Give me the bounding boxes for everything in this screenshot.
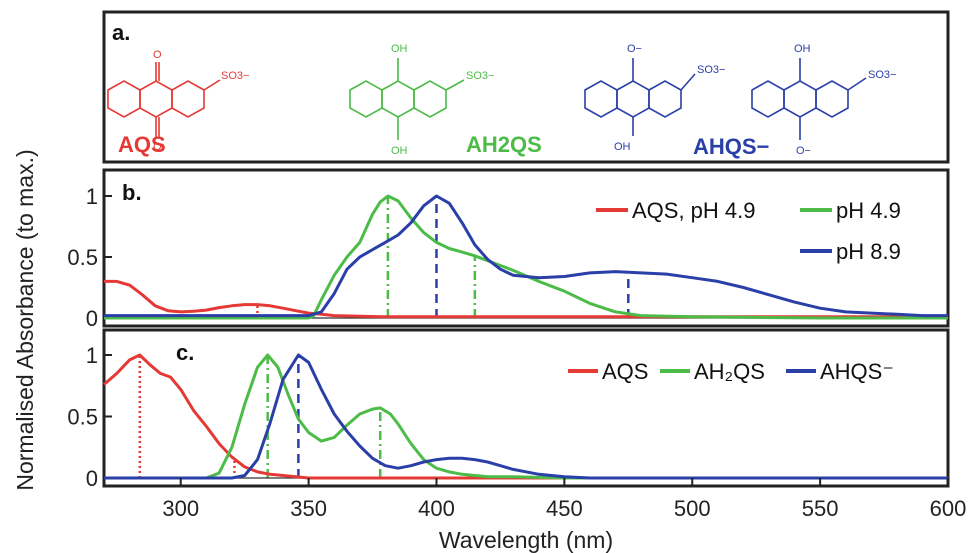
ytick-label: 0.5 <box>67 245 98 270</box>
aqs-top-group: O <box>153 49 162 61</box>
xtick-label: 550 <box>802 496 839 521</box>
series-line-2 <box>104 353 948 480</box>
x-axis-label: Wavelength (nm) <box>439 527 613 553</box>
panel-a-label: a. <box>112 20 130 45</box>
ytick-label: 1 <box>86 184 98 209</box>
panel-b-legend: AQS, pH 4.9 pH 4.9 pH 8.9 <box>596 198 901 264</box>
ahqs1-bottom-group: OH <box>614 141 631 153</box>
legend-label-ph49: pH 4.9 <box>836 198 901 223</box>
legend-label-aqs: AQS <box>602 359 648 384</box>
panel-a: a. O O SO3− AQS OH OH SO3− AH2QS <box>102 10 950 164</box>
xtick-label: 350 <box>290 496 327 521</box>
panel-c-markers <box>138 355 382 478</box>
legend-label-ah2qs: AH₂QS <box>694 359 765 384</box>
panel-c-series <box>103 353 948 480</box>
xtick-label: 300 <box>162 496 199 521</box>
xtick-label: 600 <box>930 496 967 521</box>
x-axis-ticks: 300 350 400 450 500 550 600 <box>162 478 966 521</box>
series-line-2 <box>104 194 948 318</box>
panel-c-legend: AQS AH₂QS AHQS⁻ <box>568 359 894 384</box>
panel-c-yticks: 00.51 <box>67 343 112 491</box>
ahqs-structure-1 <box>584 58 696 136</box>
ahqs2-bottom-group: O− <box>796 145 811 157</box>
ytick-label: 1 <box>86 343 98 368</box>
aqs-name: AQS <box>118 132 166 157</box>
ah2qs-top-group: OH <box>391 43 408 55</box>
ahqs2-side-group: SO3− <box>868 69 896 81</box>
ah2qs-side-group: SO3− <box>466 70 494 82</box>
panel-b-label: b. <box>122 180 142 205</box>
ah2qs-structure <box>349 58 465 140</box>
ah2qs-name: AH2QS <box>466 132 542 157</box>
ahqs1-side-group: SO3− <box>697 64 725 76</box>
panel-b-frame <box>102 168 950 328</box>
ah2qs-bottom-group: OH <box>391 145 408 157</box>
xtick-label: 400 <box>418 496 455 521</box>
aqs-bottom-group: O <box>153 141 162 153</box>
legend-label-ahqs: AHQS⁻ <box>820 359 894 384</box>
ahqs1-top-group: O− <box>627 43 642 55</box>
ahqs-structure-2 <box>751 58 867 140</box>
aqs-structure <box>107 62 221 137</box>
ytick-label: 0 <box>86 466 98 491</box>
legend-label-ph89: pH 8.9 <box>836 239 901 264</box>
xtick-label: 500 <box>674 496 711 521</box>
legend-label-aqs-ph49: AQS, pH 4.9 <box>632 198 756 223</box>
aqs-side-group: SO3− <box>221 70 249 82</box>
panel-b-markers <box>256 196 630 318</box>
panel-c-label: c. <box>176 340 194 365</box>
series-line-0 <box>103 353 948 480</box>
series-line-0 <box>104 279 948 319</box>
series-line-1 <box>104 353 948 480</box>
ahqs2-top-group: OH <box>794 43 811 55</box>
ytick-label: 0 <box>86 306 98 331</box>
ytick-label: 0.5 <box>67 405 98 430</box>
panel-b: b. 0 0.5 1 AQS, pH 4.9 pH 4.9 pH 8.9 <box>67 168 950 331</box>
series-line-1 <box>104 194 948 320</box>
panel-b-series <box>104 194 948 320</box>
ahqs-name: AHQS− <box>693 134 769 159</box>
y-axis-label: Normalised Absorbance (to max.) <box>12 149 38 490</box>
xtick-label: 450 <box>546 496 583 521</box>
panel-a-frame <box>102 10 950 164</box>
panel-c-frame <box>102 328 950 488</box>
